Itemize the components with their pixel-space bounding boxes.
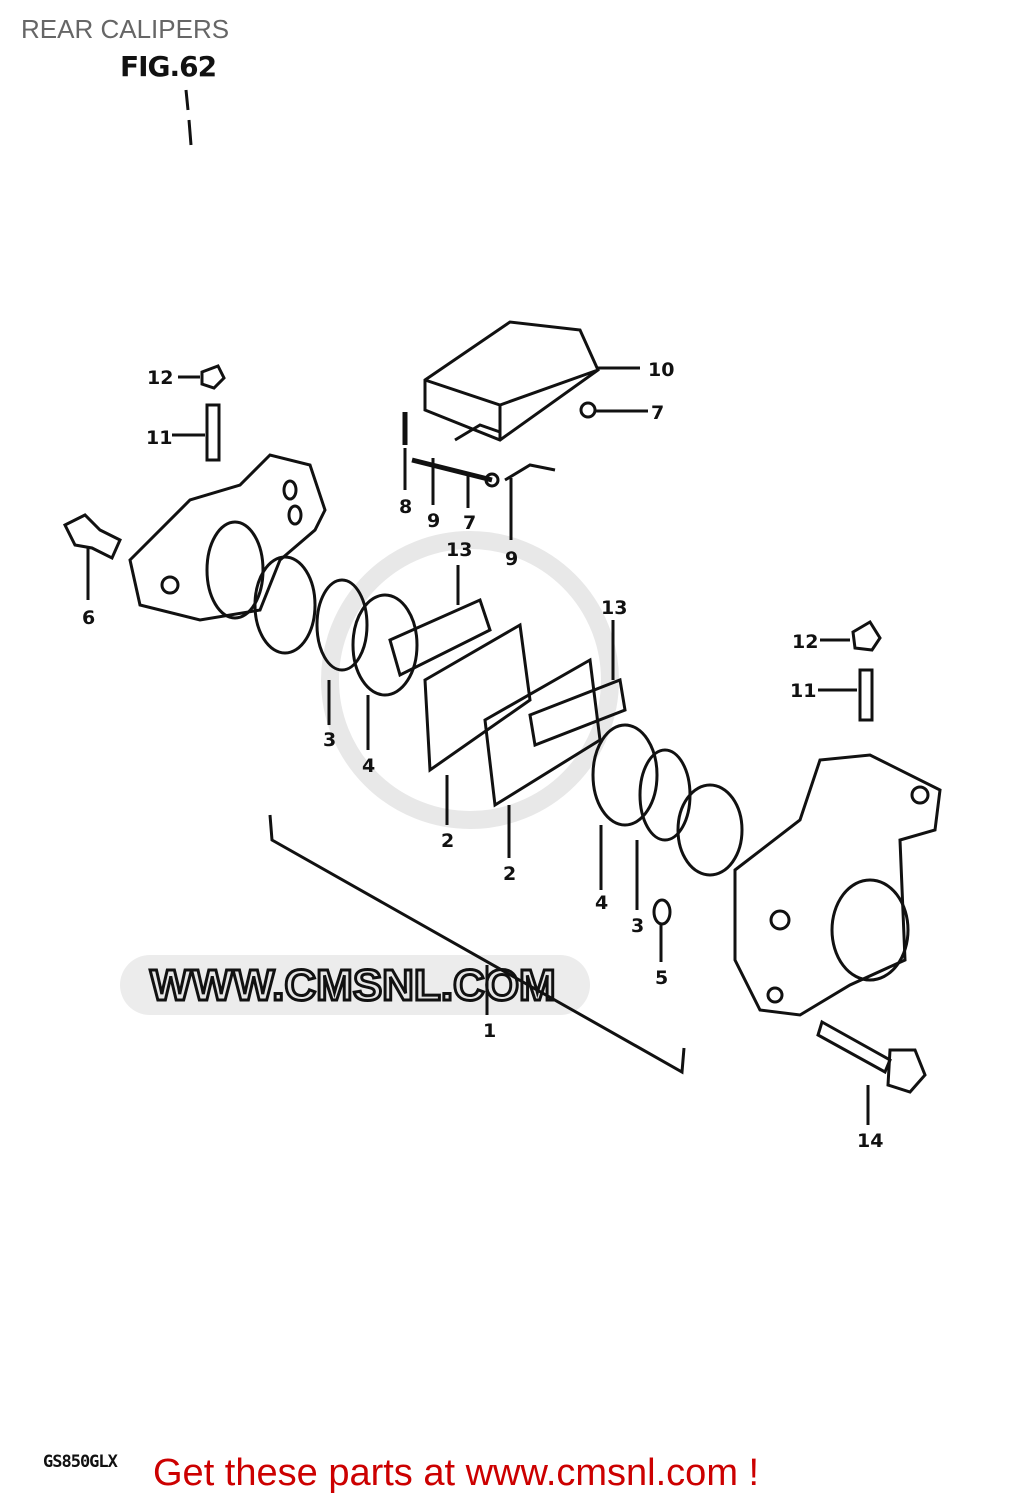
caliper-inner-half [128, 453, 327, 622]
callout-label: 3 [323, 729, 336, 751]
callout-label: 2 [503, 863, 516, 885]
pad-cover [423, 320, 600, 442]
callout-label: 9 [427, 510, 440, 532]
callout-label: 9 [505, 548, 518, 570]
callout-label: 10 [648, 359, 674, 381]
callout-label: 8 [399, 496, 412, 518]
callout-label: 11 [146, 427, 172, 449]
callout-label: 14 [857, 1130, 883, 1152]
brake-pad [388, 597, 492, 678]
brake-pad [423, 622, 532, 773]
callout-label: 2 [441, 830, 454, 852]
figure-label: FIG.62 [120, 50, 217, 83]
callouts: 12 11 6 8 9 7 9 10 7 13 13 3 4 2 2 4 3 5… [82, 359, 883, 1152]
callout-label: 6 [82, 607, 95, 629]
callout-label: 11 [790, 680, 816, 702]
callout-label: 13 [601, 597, 627, 619]
callout-label: 13 [446, 539, 472, 561]
callout-label: 12 [792, 631, 818, 653]
brake-pad [483, 657, 602, 808]
callout-label: 4 [362, 755, 375, 777]
callout-label: 3 [631, 915, 644, 937]
callout-label: 5 [655, 967, 668, 989]
callout-label: 12 [147, 367, 173, 389]
page-title: REAR CALIPERS [21, 14, 230, 44]
callout-label: 7 [651, 402, 664, 424]
callout-label: 7 [463, 512, 476, 534]
brake-pad [528, 677, 627, 748]
promo-link[interactable]: Get these parts at www.cmsnl.com ! [153, 1452, 760, 1494]
model-code: GS850GLX [43, 1452, 118, 1472]
assembly-bracket [268, 814, 686, 1075]
watermark-text: WWW.CMSNL.COM [150, 961, 556, 1010]
caliper-outer-half [733, 753, 942, 1017]
callout-label: 1 [483, 1020, 496, 1042]
callout-label: 4 [595, 892, 608, 914]
